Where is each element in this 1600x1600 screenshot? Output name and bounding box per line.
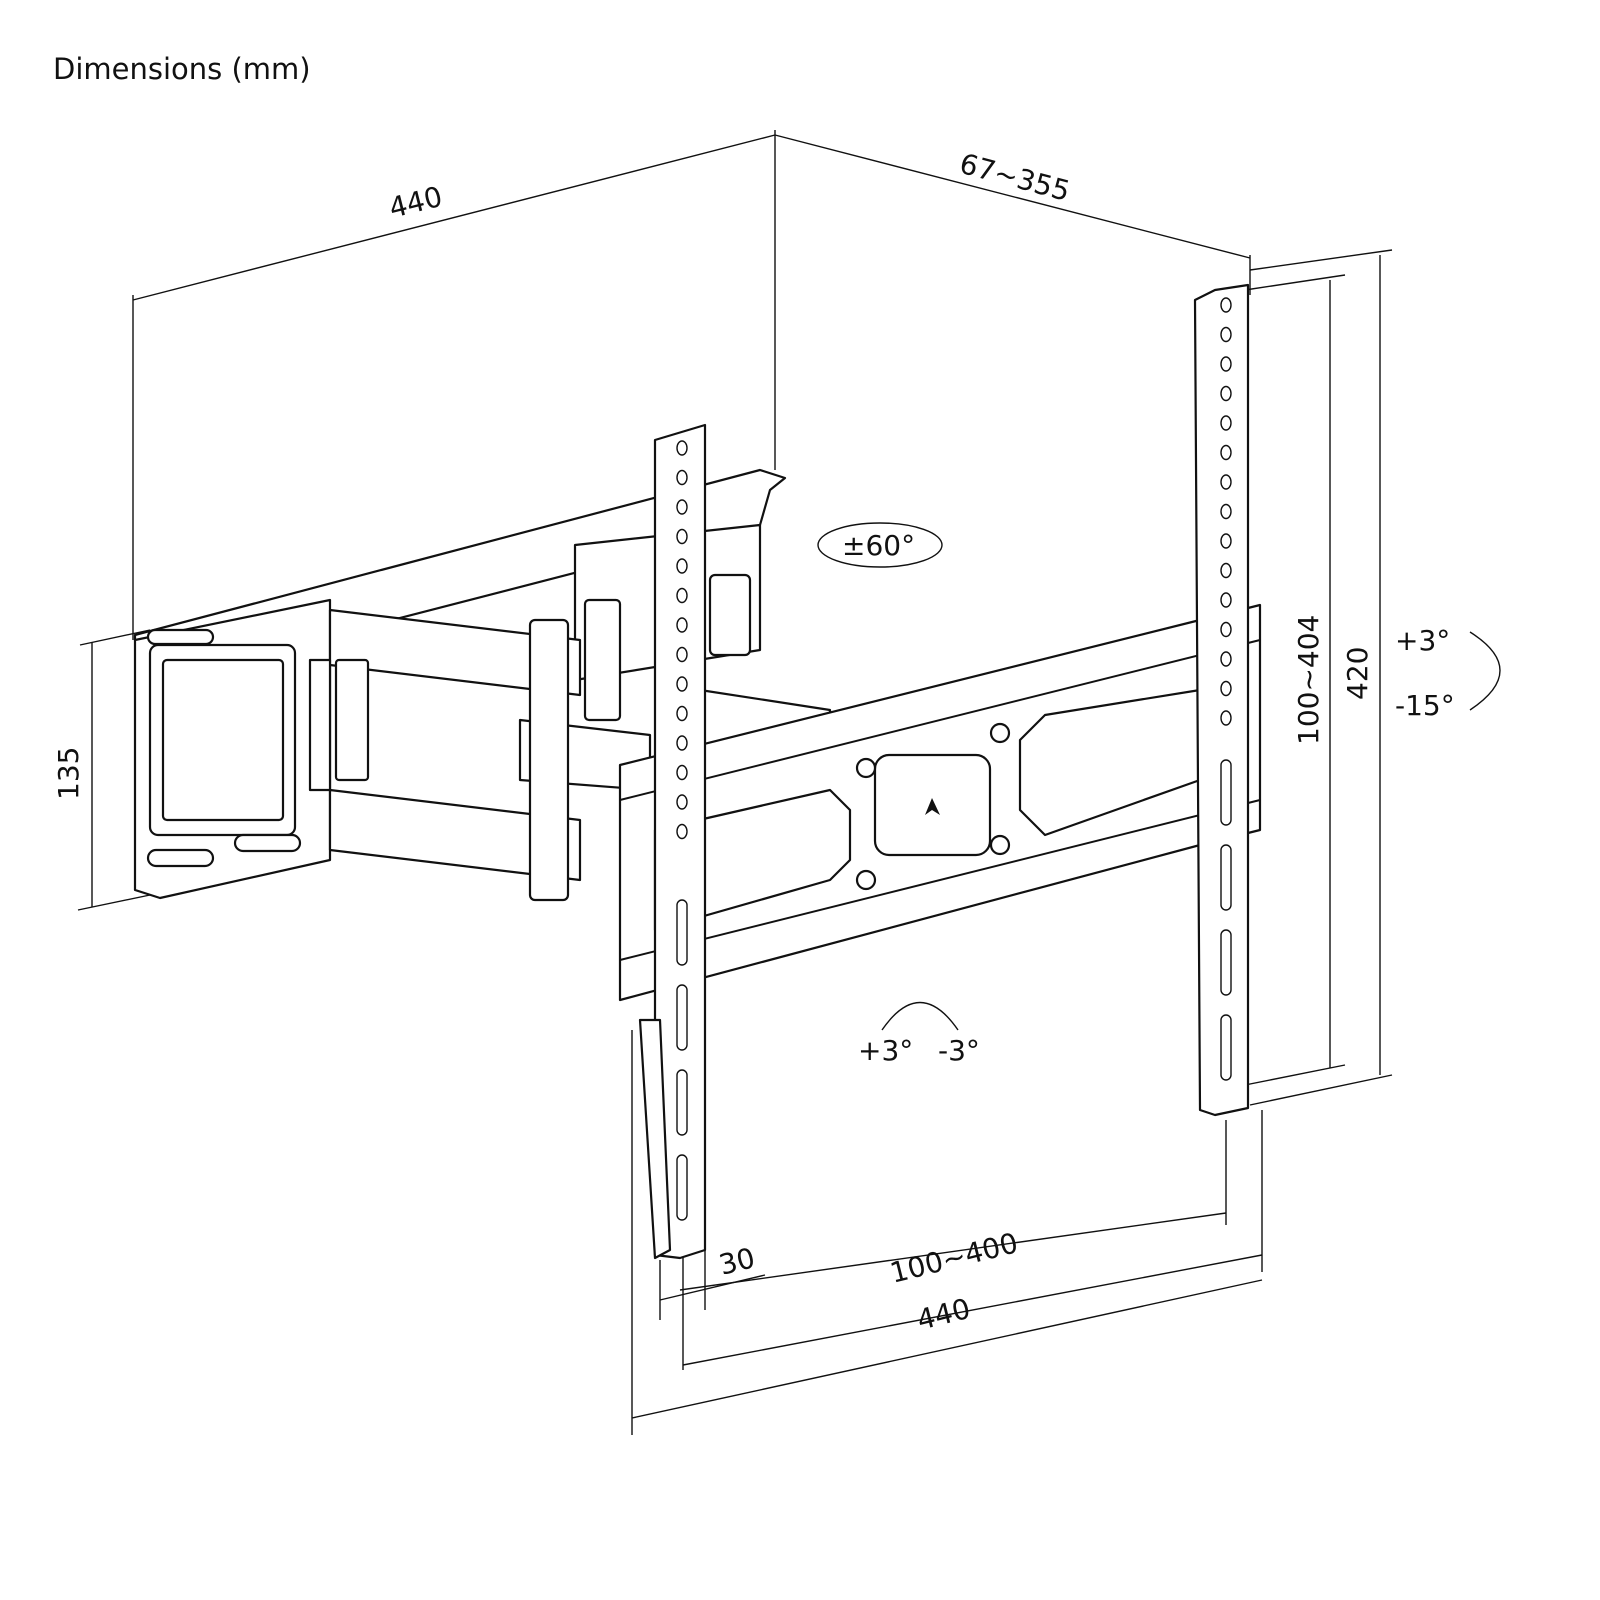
tilt-down-angle: -15° bbox=[1395, 689, 1455, 722]
rail-slot bbox=[676, 899, 688, 966]
rail-hole bbox=[676, 440, 688, 456]
rotation-indicators bbox=[817, 522, 1501, 1031]
rail-hole bbox=[676, 587, 688, 604]
rail-slot bbox=[676, 1154, 688, 1221]
diagram-title: Dimensions (mm) bbox=[53, 52, 311, 86]
dim-horizontal-vesa: 100~400 bbox=[887, 1226, 1021, 1290]
rail-hole bbox=[1220, 621, 1232, 638]
rail-hole bbox=[1220, 503, 1232, 520]
dim-wall-plate-width: 440 bbox=[386, 180, 446, 225]
rail-hole bbox=[1220, 444, 1232, 461]
dim-vertical-vesa: 100~404 bbox=[1292, 615, 1325, 745]
rail-holes-right bbox=[1220, 297, 1232, 1081]
tv-crossbar bbox=[618, 603, 1262, 1002]
rail-hole bbox=[1220, 680, 1232, 697]
vertical-rails bbox=[638, 283, 1250, 1260]
rail-slot bbox=[1220, 844, 1232, 911]
rail-hole bbox=[1220, 356, 1232, 372]
rail-hole bbox=[676, 499, 688, 515]
rail-hole bbox=[1220, 326, 1232, 343]
rail-hole bbox=[1220, 474, 1232, 490]
rail-hole bbox=[676, 469, 688, 486]
rail-slot bbox=[676, 984, 688, 1051]
dim-wall-plate-height: 135 bbox=[52, 747, 85, 800]
dimension-lines bbox=[77, 130, 1393, 1435]
swivel-angle: ±60° bbox=[842, 529, 915, 562]
rail-hole bbox=[676, 764, 688, 781]
rail-hole bbox=[676, 558, 688, 574]
rail-slot bbox=[1220, 759, 1232, 826]
rail-hole bbox=[676, 617, 688, 633]
rail-hole bbox=[676, 735, 688, 751]
rail-hole bbox=[1220, 297, 1232, 313]
rail-hole bbox=[676, 794, 688, 810]
level-plus-angle: +3° bbox=[858, 1034, 913, 1067]
swivel-arrow-icon bbox=[817, 522, 943, 568]
rail-hole bbox=[1220, 592, 1232, 608]
rail-hole bbox=[676, 676, 688, 692]
rail-hole bbox=[1220, 710, 1232, 726]
rail-slot bbox=[1220, 929, 1232, 996]
rail-hole bbox=[676, 823, 688, 840]
dim-arm-extension: 67~355 bbox=[956, 147, 1073, 208]
rail-hole bbox=[1220, 562, 1232, 579]
dim-rail-width: 30 bbox=[716, 1241, 759, 1282]
rail-hole bbox=[676, 646, 688, 663]
level-minus-angle: -3° bbox=[938, 1034, 980, 1067]
tilt-arrow-icon bbox=[1469, 631, 1501, 711]
rail-hole bbox=[1220, 533, 1232, 549]
rail-hole bbox=[676, 705, 688, 722]
rail-hole bbox=[1220, 651, 1232, 667]
dim-tv-plate-width: 440 bbox=[914, 1292, 974, 1337]
rail-hole bbox=[1220, 415, 1232, 431]
rail-slot bbox=[676, 1069, 688, 1136]
level-arrow-icon bbox=[881, 1002, 959, 1031]
wall-plate bbox=[133, 468, 787, 900]
rail-hole bbox=[676, 528, 688, 545]
dim-tv-plate-height: 420 bbox=[1341, 647, 1374, 700]
rail-slot bbox=[1220, 1014, 1232, 1081]
tilt-up-angle: +3° bbox=[1395, 624, 1450, 657]
rail-holes-left bbox=[676, 440, 688, 1221]
rail-hole bbox=[1220, 385, 1232, 402]
